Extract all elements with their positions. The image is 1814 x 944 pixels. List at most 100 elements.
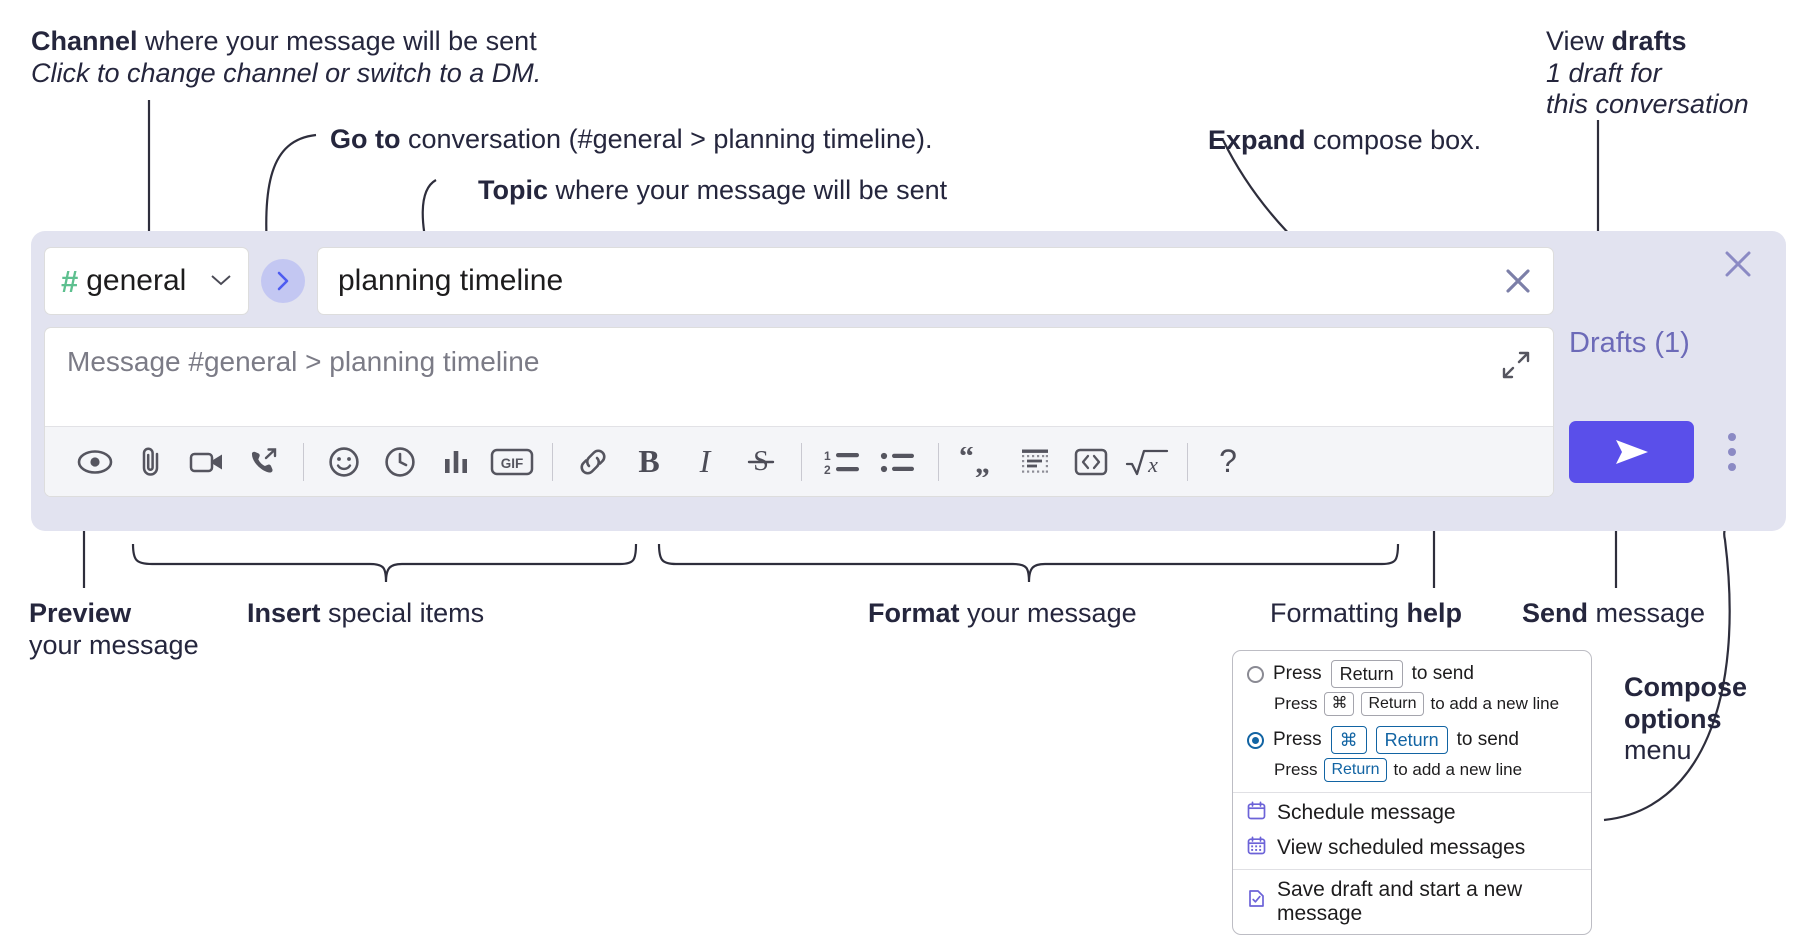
hash-icon: # — [61, 263, 79, 299]
svg-text:“: “ — [959, 447, 974, 473]
annotation-preview: Preview your message — [29, 598, 199, 661]
annotation-goto-rest: conversation (#general > planning timeli… — [400, 124, 933, 154]
menu-divider — [1233, 868, 1591, 870]
menu-item-label: View scheduled messages — [1277, 836, 1526, 860]
message-input-card: Message #general > planning timeline — [44, 327, 1554, 497]
strikethrough-icon[interactable]: S — [733, 434, 789, 490]
radio-cmd-return[interactable] — [1247, 731, 1264, 749]
audio-call-icon[interactable] — [235, 434, 291, 490]
bulleted-list-icon[interactable] — [870, 434, 926, 490]
math-icon[interactable]: x — [1119, 434, 1175, 490]
toolbar-separator — [303, 442, 304, 481]
key-command: ⌘ — [1330, 725, 1367, 755]
help-icon[interactable]: ? — [1200, 434, 1256, 490]
annotation-channel-rest: where your message will be sent — [137, 26, 537, 56]
annotation-send: Send message — [1522, 598, 1705, 630]
preview-icon[interactable] — [67, 434, 123, 490]
italic-icon[interactable]: I — [699, 443, 711, 479]
clock-icon[interactable] — [372, 434, 428, 490]
video-icon[interactable] — [179, 434, 235, 490]
annotation-preview-sub: your message — [29, 629, 199, 660]
go-to-conversation-button[interactable] — [261, 259, 305, 303]
annotation-insert: Insert special items — [247, 598, 484, 630]
annotation-format: Format your message — [868, 598, 1137, 630]
menu-item-view-scheduled[interactable]: View scheduled messages — [1233, 834, 1591, 869]
annotation-format-rest: your message — [959, 598, 1137, 628]
send-option-cmd-return[interactable]: Press ⌘ Return to send Press Return to a… — [1233, 725, 1591, 792]
annotation-compose-options-bold2: options — [1624, 703, 1722, 734]
close-icon[interactable] — [1501, 264, 1535, 298]
emoji-icon[interactable] — [316, 434, 372, 490]
menu-item-save-draft[interactable]: Save draft and start a new message — [1233, 870, 1591, 934]
poll-icon[interactable] — [428, 434, 484, 490]
option1-sub-press: Press — [1274, 694, 1318, 714]
toolbar-separator — [801, 442, 802, 481]
annotation-insert-rest: special items — [320, 598, 485, 628]
radio-return[interactable] — [1247, 665, 1264, 683]
option2-tail: to send — [1456, 729, 1519, 751]
compose-right-column: Drafts (1) — [1554, 231, 1786, 531]
calendar-icon — [1247, 801, 1266, 826]
annotation-send-rest: message — [1588, 598, 1706, 628]
code-icon[interactable] — [1063, 434, 1119, 490]
channel-selector[interactable]: # general — [44, 247, 249, 315]
annotation-goto: Go to conversation (#general > planning … — [330, 124, 933, 156]
annotation-format-bold: Format — [868, 598, 960, 628]
channel-name: general — [86, 264, 187, 297]
help-label: ? — [1219, 443, 1237, 479]
send-button[interactable] — [1569, 421, 1694, 483]
svg-text:2: 2 — [824, 463, 831, 477]
attachment-icon[interactable] — [123, 434, 179, 490]
compose-options-menu: Press Return to send Press ⌘ Return to a… — [1232, 650, 1592, 935]
compose-options-button[interactable] — [1720, 423, 1744, 481]
compose-main: # general planning timeline — [44, 247, 1554, 497]
annotation-expand-rest: compose box. — [1305, 125, 1482, 155]
blockquote-icon[interactable]: “„ — [951, 434, 1007, 490]
annotation-drafts-sub1: 1 draft for — [1546, 57, 1662, 88]
annotation-send-bold: Send — [1522, 598, 1589, 628]
calendar-grid-icon — [1247, 836, 1266, 861]
menu-item-schedule-message[interactable]: Schedule message — [1233, 793, 1591, 834]
toolbar-separator — [938, 442, 939, 481]
compose-box: # general planning timeline — [31, 231, 1786, 531]
send-option-return[interactable]: Press Return to send Press ⌘ Return to a… — [1233, 651, 1591, 726]
annotation-drafts-sub2: this conversation — [1546, 89, 1749, 120]
annotation-topic-rest: where your message will be sent — [548, 175, 948, 205]
annotation-channel: Channel where your message will be sent … — [31, 26, 541, 89]
formatting-toolbar: GIF B I — [45, 426, 1553, 496]
drafts-link[interactable]: Drafts (1) — [1569, 327, 1690, 359]
message-textarea[interactable]: Message #general > planning timeline — [45, 328, 1553, 426]
close-compose-icon[interactable] — [1721, 247, 1755, 286]
annotation-channel-sub: Click to change channel or switch to a D… — [31, 57, 542, 88]
option2-sub-press: Press — [1274, 759, 1318, 779]
code-block-icon[interactable] — [1007, 434, 1063, 490]
link-icon[interactable] — [565, 434, 621, 490]
annotation-preview-bold: Preview — [29, 598, 132, 628]
annotation-topic: Topic where your message will be sent — [478, 175, 947, 207]
gif-icon[interactable]: GIF — [484, 434, 540, 490]
kebab-dot — [1728, 463, 1736, 471]
key-return: Return — [1375, 725, 1448, 755]
menu-divider — [1233, 791, 1591, 793]
option2-sub-tail: to add a new line — [1393, 759, 1523, 779]
svg-text:x: x — [1147, 452, 1158, 477]
option1-tail: to send — [1411, 663, 1474, 685]
annotation-drafts-lead: View — [1546, 26, 1612, 56]
topic-input[interactable]: planning timeline — [317, 247, 1554, 315]
key-command: ⌘ — [1324, 692, 1355, 716]
expand-icon[interactable] — [1501, 350, 1531, 385]
kebab-dot — [1728, 433, 1736, 441]
annotation-help-lead: Formatting — [1270, 598, 1407, 628]
annotation-help-bold: help — [1406, 598, 1463, 628]
toolbar-separator — [1187, 442, 1188, 481]
message-placeholder: Message #general > planning timeline — [67, 346, 540, 377]
annotation-goto-bold: Go to — [330, 124, 401, 154]
key-return: Return — [1324, 758, 1387, 782]
topic-value: planning timeline — [338, 264, 564, 297]
key-return: Return — [1361, 692, 1424, 716]
chevron-down-icon — [210, 270, 232, 293]
option1-press: Press — [1273, 663, 1322, 685]
annotation-channel-bold: Channel — [31, 26, 138, 56]
bold-icon[interactable]: B — [638, 443, 660, 479]
